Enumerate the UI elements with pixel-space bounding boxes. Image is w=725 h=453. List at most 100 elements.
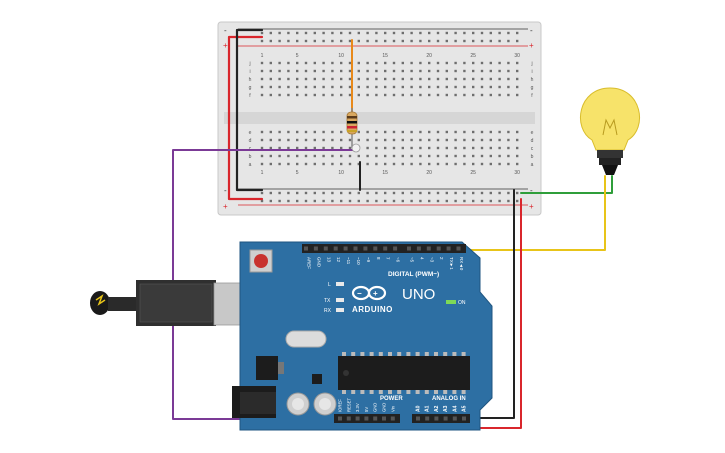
breadboard-hole[interactable]: [304, 199, 308, 203]
breadboard-hole[interactable]: [260, 31, 264, 35]
breadboard-hole[interactable]: [436, 154, 440, 158]
breadboard-hole[interactable]: [287, 154, 290, 158]
breadboard-hole[interactable]: [436, 85, 440, 89]
breadboard-hole[interactable]: [322, 61, 325, 65]
breadboard-hole[interactable]: [304, 93, 308, 97]
breadboard-hole[interactable]: [357, 31, 360, 35]
breadboard-hole[interactable]: [313, 154, 316, 158]
analog-pin-hole[interactable]: [434, 416, 439, 421]
breadboard-hole[interactable]: [428, 130, 431, 134]
breadboard-hole[interactable]: [436, 191, 440, 195]
breadboard-hole[interactable]: [428, 31, 431, 35]
digital-pin-hole[interactable]: [353, 246, 358, 251]
breadboard-hole[interactable]: [454, 146, 457, 150]
breadboard-hole[interactable]: [304, 85, 308, 89]
breadboard-hole[interactable]: [463, 138, 466, 142]
breadboard-hole[interactable]: [322, 162, 325, 166]
breadboard-hole[interactable]: [260, 130, 264, 134]
breadboard-hole[interactable]: [428, 146, 431, 150]
breadboard-hole[interactable]: [313, 31, 316, 35]
breadboard-hole[interactable]: [472, 61, 475, 65]
digital-pin-hole[interactable]: [456, 246, 461, 251]
breadboard-hole[interactable]: [480, 154, 484, 158]
breadboard-hole[interactable]: [313, 77, 316, 81]
breadboard-hole[interactable]: [331, 162, 334, 166]
breadboard-hole[interactable]: [401, 39, 404, 43]
breadboard-hole[interactable]: [498, 191, 501, 195]
digital-pin-hole[interactable]: [416, 246, 421, 251]
breadboard-hole[interactable]: [313, 130, 316, 134]
breadboard-hole[interactable]: [260, 138, 264, 142]
digital-pin-hole[interactable]: [363, 246, 368, 251]
breadboard-hole[interactable]: [375, 199, 378, 203]
breadboard-hole[interactable]: [419, 85, 422, 89]
breadboard-hole[interactable]: [331, 69, 334, 73]
breadboard-hole[interactable]: [428, 93, 431, 97]
breadboard-hole[interactable]: [357, 77, 360, 81]
breadboard-hole[interactable]: [392, 31, 396, 35]
breadboard-hole[interactable]: [489, 199, 492, 203]
breadboard-hole[interactable]: [269, 93, 272, 97]
digital-pin-hole[interactable]: [323, 246, 328, 251]
breadboard-hole[interactable]: [287, 61, 290, 65]
breadboard-hole[interactable]: [348, 199, 352, 203]
breadboard-hole[interactable]: [260, 39, 264, 43]
breadboard-hole[interactable]: [375, 85, 378, 89]
breadboard-hole[interactable]: [436, 146, 440, 150]
digital-pin-hole[interactable]: [436, 246, 441, 251]
breadboard-hole[interactable]: [401, 130, 404, 134]
breadboard-hole[interactable]: [445, 85, 448, 89]
breadboard-hole[interactable]: [454, 138, 457, 142]
breadboard-hole[interactable]: [516, 191, 519, 195]
breadboard-hole[interactable]: [260, 146, 264, 150]
breadboard-hole[interactable]: [463, 191, 466, 195]
breadboard-hole[interactable]: [507, 146, 510, 150]
breadboard-hole[interactable]: [454, 61, 457, 65]
breadboard-hole[interactable]: [410, 69, 413, 73]
breadboard-hole[interactable]: [428, 69, 431, 73]
breadboard-hole[interactable]: [428, 162, 431, 166]
breadboard-hole[interactable]: [507, 61, 510, 65]
analog-pin-hole[interactable]: [416, 416, 420, 421]
breadboard-hole[interactable]: [454, 69, 457, 73]
breadboard-hole[interactable]: [436, 93, 440, 97]
breadboard-hole[interactable]: [392, 77, 396, 81]
breadboard-hole[interactable]: [384, 77, 387, 81]
breadboard-hole[interactable]: [392, 191, 396, 195]
breadboard-hole[interactable]: [278, 61, 281, 65]
breadboard-hole[interactable]: [287, 85, 290, 89]
breadboard-hole[interactable]: [278, 199, 281, 203]
breadboard-hole[interactable]: [260, 85, 264, 89]
breadboard-hole[interactable]: [507, 130, 510, 134]
breadboard-hole[interactable]: [419, 130, 422, 134]
breadboard-hole[interactable]: [463, 77, 466, 81]
breadboard-hole[interactable]: [384, 138, 387, 142]
photoresistor[interactable]: [351, 143, 361, 153]
breadboard-hole[interactable]: [340, 191, 343, 195]
breadboard-hole[interactable]: [287, 162, 290, 166]
breadboard-hole[interactable]: [313, 191, 316, 195]
breadboard-hole[interactable]: [454, 77, 457, 81]
breadboard-hole[interactable]: [287, 93, 290, 97]
breadboard-hole[interactable]: [322, 85, 325, 89]
digital-pin-hole[interactable]: [313, 246, 318, 251]
breadboard-hole[interactable]: [269, 191, 272, 195]
breadboard-hole[interactable]: [410, 191, 413, 195]
breadboard-hole[interactable]: [348, 69, 352, 73]
breadboard-hole[interactable]: [507, 31, 510, 35]
breadboard-hole[interactable]: [401, 199, 404, 203]
breadboard-hole[interactable]: [498, 162, 501, 166]
digital-pin-hole[interactable]: [343, 246, 348, 251]
breadboard-hole[interactable]: [304, 146, 308, 150]
breadboard-hole[interactable]: [428, 77, 431, 81]
breadboard-hole[interactable]: [454, 130, 457, 134]
breadboard-hole[interactable]: [392, 146, 396, 150]
breadboard-hole[interactable]: [419, 162, 422, 166]
breadboard-hole[interactable]: [384, 69, 387, 73]
breadboard-hole[interactable]: [331, 191, 334, 195]
breadboard-hole[interactable]: [410, 154, 413, 158]
breadboard-hole[interactable]: [269, 61, 272, 65]
breadboard-hole[interactable]: [489, 85, 492, 89]
power-pin-hole[interactable]: [338, 416, 342, 421]
breadboard-hole[interactable]: [357, 93, 360, 97]
